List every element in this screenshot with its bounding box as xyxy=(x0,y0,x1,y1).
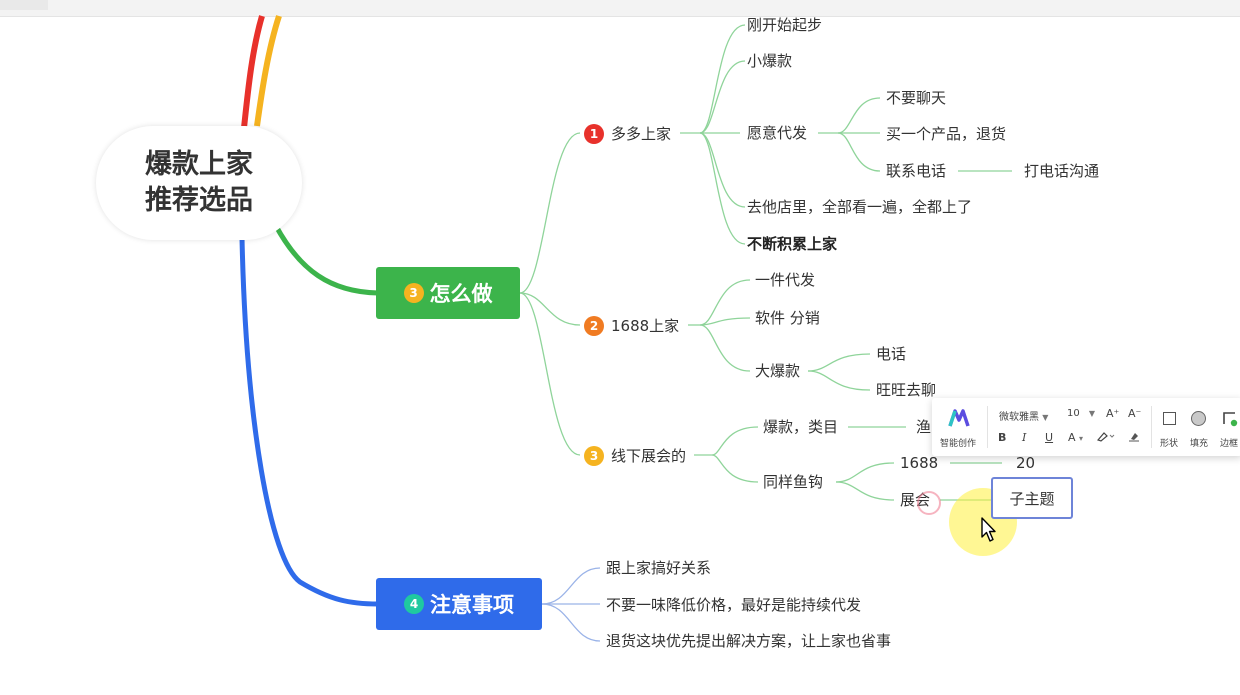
chevron-down-icon: ▼ xyxy=(1088,409,1096,418)
border-label[interactable]: 边框 xyxy=(1220,439,1239,449)
node-buy-one[interactable]: 买一个产品，退货 xyxy=(886,125,1007,143)
clear-format-icon[interactable] xyxy=(1128,430,1140,445)
ai-create-label[interactable]: 智能创作 xyxy=(940,439,977,449)
tab-stub[interactable] xyxy=(0,0,48,10)
node-note-3[interactable]: 退货这块优先提出解决方案，让上家也省事 xyxy=(606,632,892,650)
font-family-value: 微软雅黑 xyxy=(999,412,1039,423)
node-call[interactable]: 打电话沟通 xyxy=(1024,162,1100,180)
border-icon[interactable] xyxy=(1222,411,1238,431)
top-toolbar-strip xyxy=(0,0,1240,17)
node-dropship[interactable]: 一件代发 xyxy=(755,271,816,289)
fill-icon[interactable] xyxy=(1191,411,1206,426)
node-phone[interactable]: 电话 xyxy=(876,345,907,363)
node-1688[interactable]: 1688 xyxy=(900,454,939,472)
node-big-hit[interactable]: 大爆款 xyxy=(755,362,801,380)
font-grow-button[interactable]: A⁺ xyxy=(1106,407,1120,420)
central-topic-line1: 爆款上家 xyxy=(145,149,253,180)
chevron-down-icon: ▼ xyxy=(1042,413,1049,422)
main-topic-label: 注意事项 xyxy=(430,593,514,617)
central-topic-line2: 推荐选品 xyxy=(145,185,253,216)
subtopic-pdd[interactable]: 1 多多上家 xyxy=(584,123,671,144)
node-small-hit[interactable]: 小爆款 xyxy=(747,52,793,70)
node-wangwang[interactable]: 旺旺去聊 xyxy=(876,381,937,399)
main-topic-label: 怎么做 xyxy=(429,282,493,306)
font-shrink-button[interactable]: A⁻ xyxy=(1128,407,1142,420)
shape-icon[interactable] xyxy=(1163,412,1176,425)
node-same-hook[interactable]: 同样鱼钩 xyxy=(763,473,824,491)
selected-subtopic[interactable]: 子主题 xyxy=(991,477,1073,519)
node-start[interactable]: 刚开始起步 xyxy=(747,16,823,34)
node-contact-phone[interactable]: 联系电话 xyxy=(886,162,947,180)
font-size-value: 10 xyxy=(1067,408,1080,419)
node-note-2[interactable]: 不要一味降低价格，最好是能持续代发 xyxy=(606,596,862,614)
node-willing-dropship[interactable]: 愿意代发 xyxy=(747,124,808,142)
format-toolbar: 智能创作 微软雅黑 ▼ 10 ▼ A⁺ A⁻ B I U A ▾ 形状 填充 xyxy=(932,398,1240,456)
font-family-select[interactable]: 微软雅黑 ▼ xyxy=(999,408,1048,423)
subtopic-label: 多多上家 xyxy=(611,125,672,143)
node-note-1[interactable]: 跟上家搞好关系 xyxy=(606,559,712,577)
italic-button[interactable]: I xyxy=(1022,431,1027,444)
bold-button[interactable]: B xyxy=(998,431,1007,444)
priority-badge: 1 xyxy=(584,123,604,144)
subtopic-label: 1688上家 xyxy=(611,317,680,335)
priority-badge: 3 xyxy=(584,445,604,466)
central-topic[interactable]: 爆款上家 推荐选品 xyxy=(96,126,302,240)
priority-badge: 3 xyxy=(403,283,424,303)
node-visit-store[interactable]: 去他店里，全部看一遍，全都上了 xyxy=(747,198,973,216)
fill-label[interactable]: 填充 xyxy=(1190,439,1209,449)
main-topic-notes[interactable]: 4 注意事项 xyxy=(376,578,542,630)
chevron-down-icon: ▾ xyxy=(1079,434,1084,443)
font-color-label: A xyxy=(1068,431,1076,444)
node-accumulate[interactable]: 不断积累上家 xyxy=(747,235,838,253)
shape-label[interactable]: 形状 xyxy=(1160,439,1179,449)
node-20[interactable]: 20 xyxy=(1016,454,1036,472)
node-category[interactable]: 爆款，类目 xyxy=(763,418,839,436)
priority-badge: 4 xyxy=(404,594,424,614)
ai-create-icon[interactable] xyxy=(948,408,970,432)
main-topic-how[interactable]: 3 怎么做 xyxy=(376,267,520,319)
priority-badge: 2 xyxy=(584,315,604,336)
subtopic-label: 线下展会的 xyxy=(611,447,687,465)
mouse-pointer-icon xyxy=(981,517,997,547)
node-software[interactable]: 软件 分销 xyxy=(755,309,820,327)
click-indicator xyxy=(917,491,941,515)
subtopic-1688[interactable]: 2 1688上家 xyxy=(584,315,679,336)
node-no-chat[interactable]: 不要聊天 xyxy=(886,89,947,107)
selected-subtopic-label: 子主题 xyxy=(1009,489,1055,508)
node-fish[interactable]: 渔 xyxy=(916,418,932,436)
font-color-button[interactable]: A ▾ xyxy=(1068,431,1083,444)
highlighter-icon[interactable] xyxy=(1096,430,1116,445)
underline-button[interactable]: U xyxy=(1045,431,1054,444)
font-size-select[interactable]: 10 ▼ xyxy=(1067,408,1095,419)
subtopic-expo[interactable]: 3 线下展会的 xyxy=(584,445,686,466)
